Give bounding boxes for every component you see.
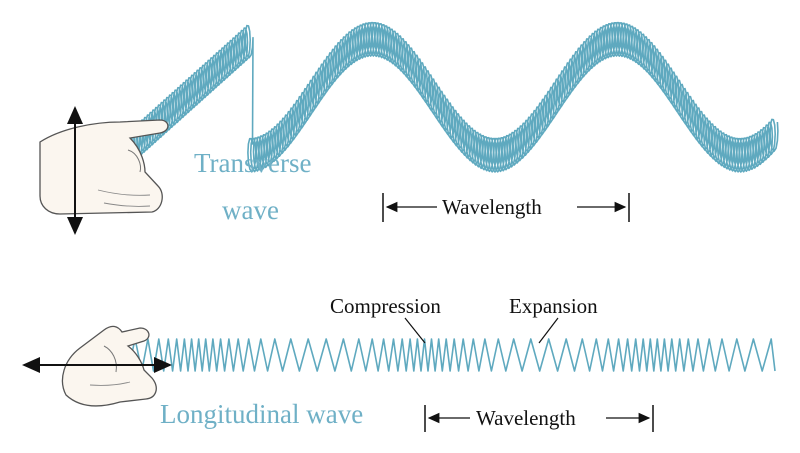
- longitudinal-wave-section: Compression Expansion Longitudinal wave …: [22, 294, 776, 432]
- longitudinal-spring-coil: [127, 338, 776, 372]
- transverse-label-line2: wave: [222, 195, 279, 225]
- expansion-pointer: [538, 317, 559, 344]
- longitudinal-label: Longitudinal wave: [160, 399, 363, 429]
- transverse-wave-section: Transverse wave Wavelength: [39, 21, 779, 235]
- transverse-hand-icon: [39, 119, 169, 215]
- compression-pointer: [404, 317, 426, 344]
- longitudinal-wavelength-label: Wavelength: [476, 406, 576, 430]
- transverse-spring-coil: [120, 21, 779, 173]
- expansion-label: Expansion: [509, 294, 598, 318]
- longitudinal-wavelength-bracket: Wavelength: [424, 405, 654, 432]
- longitudinal-hand-icon: [61, 325, 157, 407]
- compression-label: Compression: [330, 294, 441, 318]
- transverse-wavelength-bracket: Wavelength: [382, 193, 630, 222]
- transverse-label-line1: Transverse: [194, 148, 312, 178]
- transverse-wavelength-label: Wavelength: [442, 195, 542, 219]
